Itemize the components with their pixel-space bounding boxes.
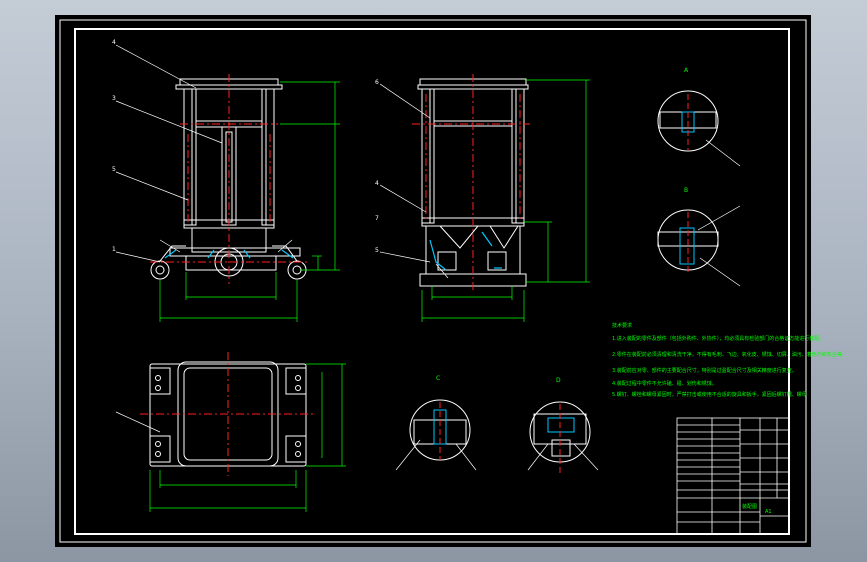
detail-C-circle: C (395, 375, 477, 471)
notes-title: 技术要求 (612, 322, 632, 329)
side-view-accents (429, 231, 502, 271)
front-view-centerlines (150, 74, 310, 284)
side-view-label-4: 4 (375, 180, 379, 187)
technical-notes: 技术要求 1.进入装配的零件及部件（包括外购件、外协件），均必须具有检验部门的合… (612, 322, 847, 398)
note-line-1: 1.进入装配的零件及部件（包括外购件、外协件），均必须具有检验部门的合格证方能进… (612, 335, 824, 342)
detail-C-label: C (436, 375, 440, 382)
front-view-leaders (115, 44, 293, 263)
note-line-5: 5.螺钉、螺栓和螺母紧固时，严禁打击或使用不合适的旋具和扳手。紧固后螺钉槽、螺母 (612, 391, 807, 398)
top-view-centerlines (140, 352, 316, 476)
side-view-leaders (379, 83, 449, 279)
detail-A-circle: A (657, 67, 741, 167)
front-view-label-4: 4 (112, 39, 116, 46)
front-view-label-3: 3 (112, 95, 116, 102)
note-line-3: 3.装配前应对零、部件的主要配合尺寸，特别是过盈配合尺寸及相关精度进行复查。 (612, 367, 797, 374)
drawing-sheet (55, 15, 811, 547)
detail-B-circle: B (657, 187, 741, 287)
detail-D-label: D (556, 377, 561, 384)
title-block-name: 装配图 (742, 503, 757, 510)
front-view-dimensions (159, 81, 340, 322)
sheet-inner-frame (74, 28, 790, 535)
side-view-label-7: 7 (375, 215, 379, 222)
detail-A-label: A (684, 67, 689, 74)
title-block-drawing-no: A1 (765, 509, 772, 515)
detail-B-label: B (684, 187, 688, 194)
note-line-4: 4.装配过程中零件不允许磕、碰、划伤和锈蚀。 (612, 380, 717, 387)
title-block-text: 装配图 A1 (742, 503, 772, 515)
side-view-part-labels: 6 4 5 7 (375, 79, 379, 254)
side-view-label-5: 5 (375, 247, 379, 254)
front-view-part-labels: 4 3 5 1 (112, 39, 116, 253)
detail-D-circle: D (527, 377, 599, 476)
top-view-leader (115, 411, 161, 433)
front-view (150, 78, 307, 280)
front-view-label-1: 1 (112, 246, 116, 253)
side-view-label-6: 6 (375, 79, 379, 86)
front-view-accents (164, 249, 294, 259)
sheet-outer-border (59, 19, 807, 543)
note-line-2: 2.零件在装配前必须清理和清洗干净，不得有毛刺、飞边、氧化皮、锈蚀、切屑、油污、… (612, 351, 847, 358)
title-block (676, 417, 790, 535)
top-view-dimensions (149, 363, 346, 512)
front-view-label-5: 5 (112, 166, 116, 173)
side-view-dimensions (421, 79, 590, 322)
